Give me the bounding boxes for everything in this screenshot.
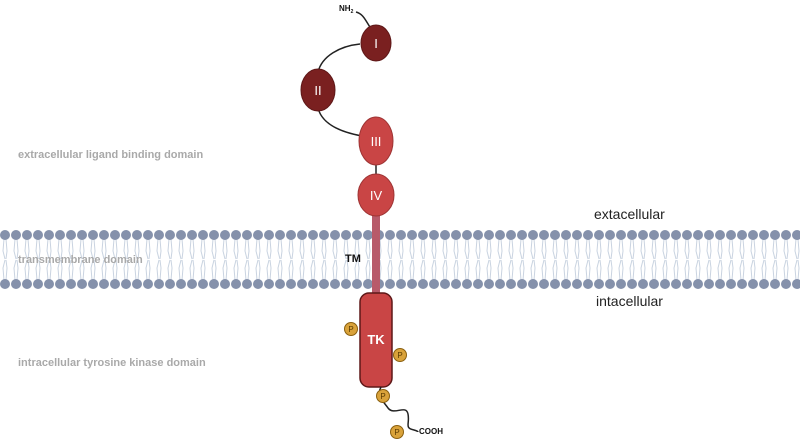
n-terminus-label: NH2 xyxy=(339,4,354,15)
linker-i-ii xyxy=(317,43,361,73)
svg-text:P: P xyxy=(380,392,385,401)
svg-text:P: P xyxy=(394,428,399,437)
phosphate-group-3: P xyxy=(376,389,390,403)
domain-iii-label: III xyxy=(371,134,382,149)
svg-text:P: P xyxy=(397,351,402,360)
svg-text:P: P xyxy=(348,325,353,334)
intracellular-side-label: intacellular xyxy=(596,293,663,309)
transmembrane-domain-label: transmembrane domain xyxy=(18,254,143,266)
c-terminus-label: COOH xyxy=(419,427,443,436)
lipid-bilayer xyxy=(0,230,800,289)
domain-i: I xyxy=(360,24,392,62)
domain-iv: IV xyxy=(357,173,395,217)
tk-label: TK xyxy=(367,332,385,347)
domain-iv-label: IV xyxy=(370,188,383,203)
tm-label: TM xyxy=(345,253,361,265)
extracellular-side-label: extacellular xyxy=(594,206,665,222)
tm-segment xyxy=(372,210,380,296)
phosphate-group-2: P xyxy=(393,348,407,362)
extracellular-domain-label: extracellular ligand binding domain xyxy=(18,149,203,161)
domain-iii: III xyxy=(358,116,394,166)
phosphate-group-4: P xyxy=(390,425,404,439)
domain-ii: II xyxy=(300,68,336,112)
linker-ii-iii xyxy=(317,107,363,137)
domain-i-label: I xyxy=(374,36,378,51)
intracellular-domain-label: intracellular tyrosine kinase domain xyxy=(18,357,206,369)
tyrosine-kinase-domain: TK xyxy=(359,292,393,388)
phosphate-group-1: P xyxy=(344,322,358,336)
domain-ii-label: II xyxy=(314,83,321,98)
